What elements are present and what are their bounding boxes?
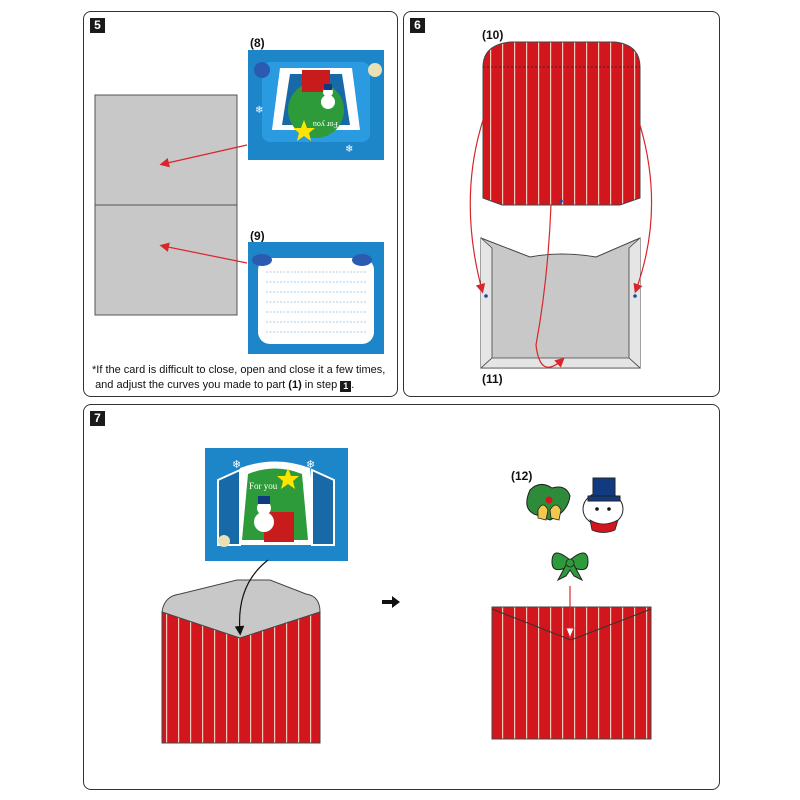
arrow-bow-to-envelope — [565, 586, 575, 640]
note-line-2: and adjust the curves you made to part (… — [95, 379, 355, 392]
snowflake-icon: ❄ — [306, 459, 315, 471]
folded-card-base — [94, 94, 238, 316]
part-12-label: (12) — [511, 469, 533, 483]
card-front-part-8: For you ❄ ❄ — [248, 50, 384, 160]
snowflake-icon: ❄ — [345, 144, 353, 155]
card-front-closed: For you ❄ ❄ — [205, 448, 348, 561]
step-6-number: 6 — [410, 18, 425, 33]
open-envelope — [161, 579, 321, 744]
card-7-text: For you — [249, 481, 278, 491]
envelope-base-part-11 — [479, 237, 642, 369]
step-7-number: 7 — [90, 411, 105, 426]
arrow-left-tab — [469, 119, 486, 294]
arrow-right-tab — [633, 124, 653, 294]
bell-sticker — [526, 484, 571, 521]
part-9-label: (9) — [250, 229, 265, 243]
arrow-card-into-envelope — [234, 559, 269, 636]
bow-sticker — [551, 552, 589, 582]
snowflake-icon: ❄ — [232, 459, 241, 471]
step-5-number: 5 — [90, 18, 105, 33]
arrow-center-tab — [535, 204, 565, 368]
snowman-sticker — [582, 477, 624, 533]
snowman-icon — [254, 512, 274, 532]
part-10-label: (10) — [482, 28, 504, 42]
envelope-flap-part-10 — [482, 41, 641, 206]
arrow-8-to-base — [159, 144, 248, 168]
snowman-icon — [321, 95, 335, 109]
bell-icon — [537, 504, 549, 521]
step-5-note: *If the card is difficult to close, open… — [92, 363, 385, 393]
card-inside-part-9 — [248, 242, 384, 354]
snowflake-icon: ❄ — [255, 105, 263, 116]
closed-envelope — [491, 606, 652, 740]
part-8-label: (8) — [250, 36, 265, 50]
note-step-ref: 1 — [340, 381, 352, 392]
card-8-text: For you — [313, 120, 338, 129]
arrow-9-to-base — [159, 242, 248, 264]
star-icon — [277, 468, 299, 489]
bell-icon — [549, 504, 562, 521]
arrow-right-icon — [382, 596, 400, 608]
star-icon — [293, 120, 315, 141]
part-11-label: (11) — [482, 372, 503, 386]
note-line-1: *If the card is difficult to close, open… — [92, 364, 386, 376]
